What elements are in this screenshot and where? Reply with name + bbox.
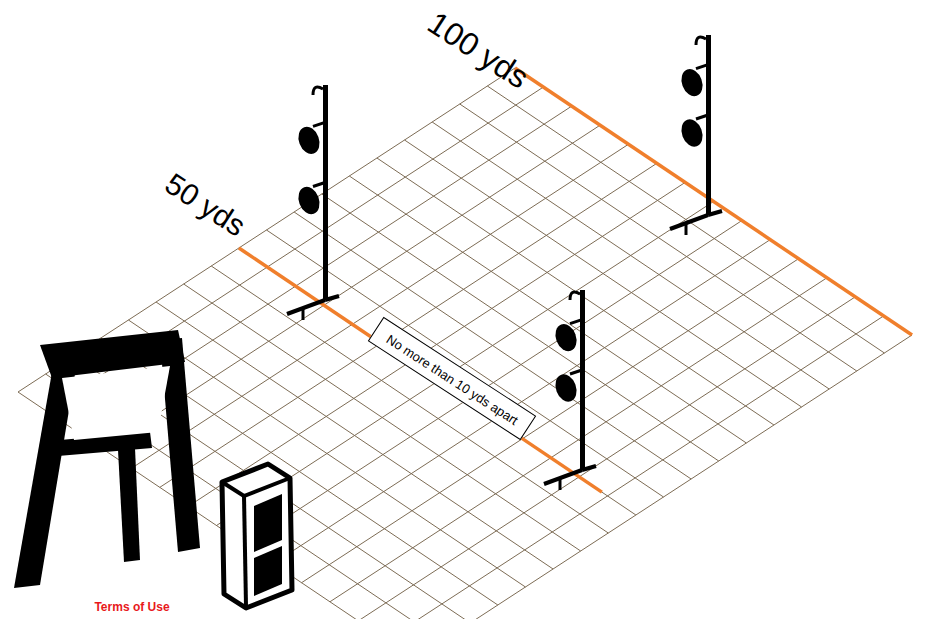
grid-line xyxy=(273,240,770,564)
grid-line xyxy=(515,68,912,335)
grid-line xyxy=(330,278,827,602)
grid-line xyxy=(18,68,515,392)
grid-line xyxy=(358,297,855,619)
grid-line xyxy=(302,259,799,583)
target-stand xyxy=(287,85,339,320)
ground-grid xyxy=(18,68,912,619)
target-stand xyxy=(544,290,596,490)
barricade xyxy=(14,330,200,588)
distance-label: 50 yds xyxy=(159,167,252,244)
target-stand xyxy=(670,35,722,235)
grid-line xyxy=(131,144,628,468)
grid-line xyxy=(239,248,636,515)
grid-line xyxy=(188,182,685,506)
distance-label: 100 yds xyxy=(421,4,535,96)
distance-line xyxy=(515,68,912,335)
terms-link: Terms of Use xyxy=(94,600,169,614)
distance-line xyxy=(239,248,602,492)
grid-line xyxy=(415,335,912,619)
target-stands xyxy=(287,35,722,490)
grid-line xyxy=(245,221,742,545)
grid-line xyxy=(387,316,884,619)
distance-lines xyxy=(239,68,912,492)
storage-cabinet xyxy=(222,464,292,608)
